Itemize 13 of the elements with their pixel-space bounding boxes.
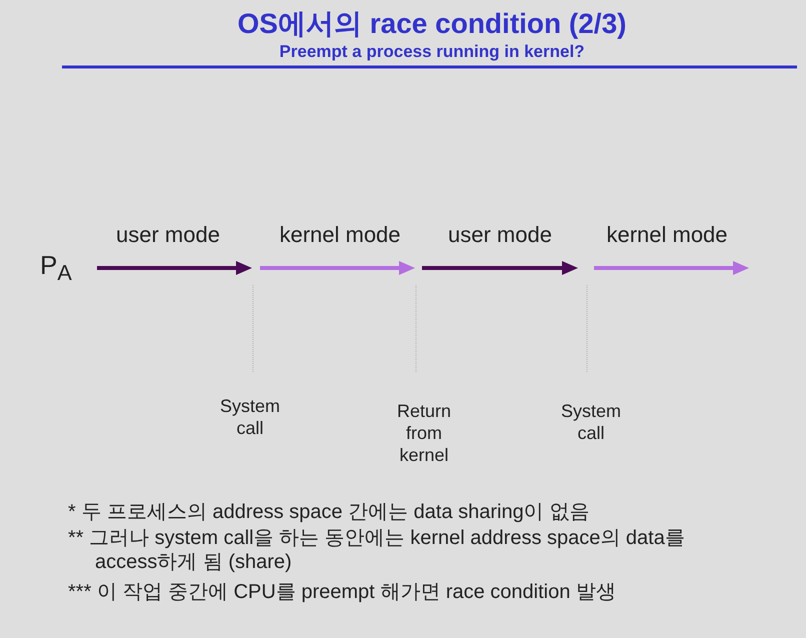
- mode-label: user mode: [116, 222, 220, 248]
- mode-label: kernel mode: [606, 222, 728, 248]
- subtitle: Preempt a process running in kernel?: [279, 42, 585, 62]
- event-label: Return from kernel: [396, 400, 452, 466]
- event-label: System call: [218, 395, 281, 439]
- process-label: P$_{A}$: [40, 250, 72, 288]
- title: OS에서의 race condition (2/3): [238, 8, 626, 40]
- note: *** 이 작업 중간에 CPU를 preempt 해가면 race condition 발생: [68, 580, 617, 604]
- event-label: System call: [560, 400, 622, 444]
- mode-label: user mode: [448, 222, 552, 248]
- note: ** 그러나 system call을 하는 동안에는 kernel address space의 data를 access하게 됨 (share): [68, 526, 686, 574]
- note: * 두 프로세스의 address space 간에는 data sharing이 없음: [68, 500, 590, 524]
- mode-label: kernel mode: [279, 222, 401, 248]
